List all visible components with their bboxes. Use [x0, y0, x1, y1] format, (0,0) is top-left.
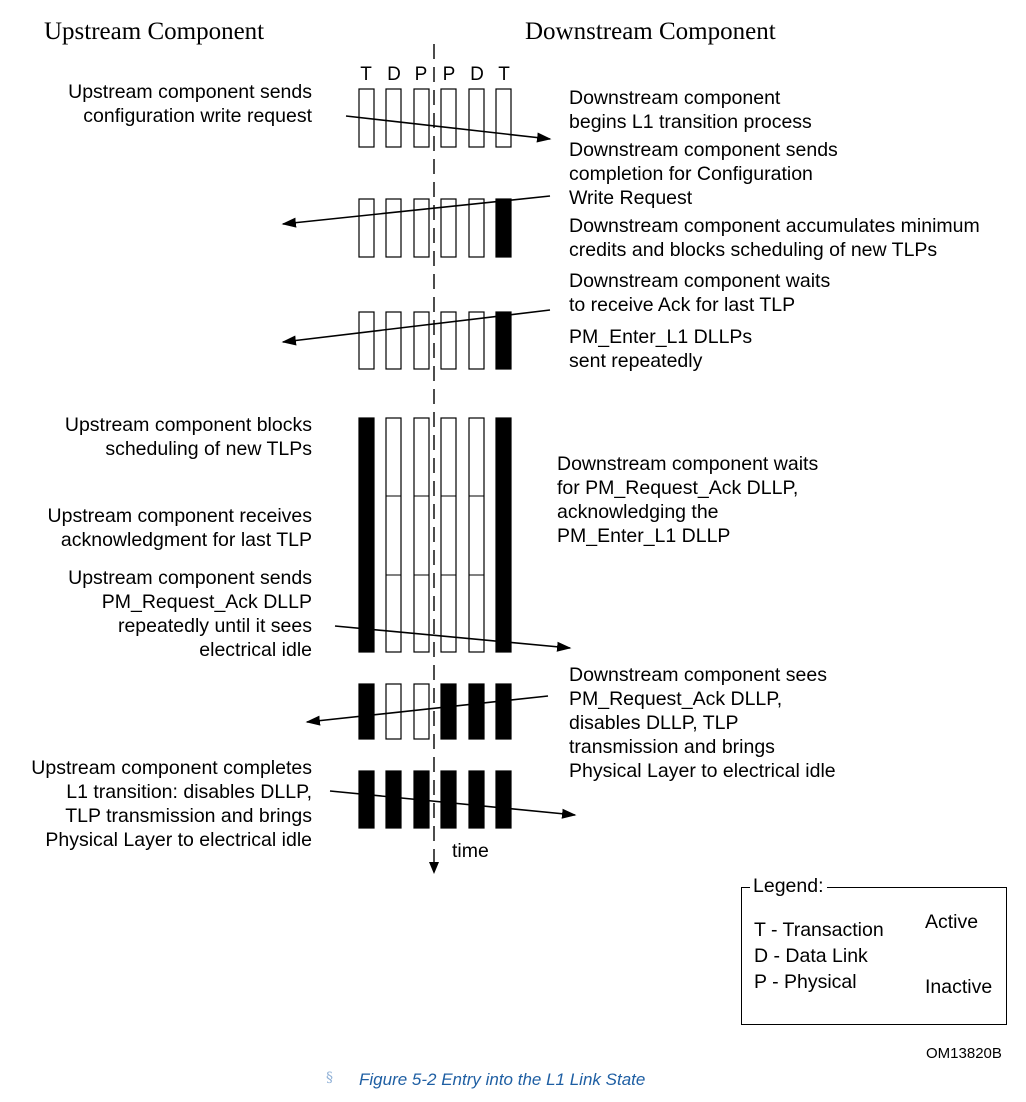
layer-bar-inactive	[495, 311, 512, 370]
layer-bar-inactive	[495, 417, 512, 653]
upstream-note-receives-ack: Upstream component receives acknowledgme…	[47, 505, 312, 551]
layer-label-d-up: D	[387, 64, 401, 85]
downstream-note-waits-ack: Downstream component waits to receive Ac…	[569, 270, 831, 316]
upstream-note-completes-l1: Upstream component completes L1 transiti…	[31, 757, 312, 851]
section-mark: §	[326, 1070, 333, 1086]
arrow-upstream-idle	[329, 790, 577, 819]
legend-entries: T - Transaction D - Data Link P - Physic…	[754, 919, 884, 993]
layer-bar-active	[385, 88, 402, 148]
layer-label-p-up: P	[414, 64, 428, 85]
layer-bar-active	[440, 198, 457, 258]
upstream-note-blocks-scheduling: Upstream component blocks scheduling of …	[64, 414, 312, 460]
layer-bar-inactive	[495, 683, 512, 740]
layer-bar-active	[440, 88, 457, 148]
downstream-header: Downstream Component	[525, 18, 776, 45]
downstream-note-waits-pm-request-ack: Downstream component waits for PM_Reques…	[557, 453, 819, 547]
downstream-note-sees-pm-request-ack: Downstream component sees PM_Request_Ack…	[569, 664, 836, 782]
layer-bar-inactive	[495, 198, 512, 258]
arrow-pm-request-ack	[334, 625, 572, 652]
layer-bar-active	[468, 198, 485, 258]
legend-box	[741, 887, 1007, 1025]
layer-bar-active	[385, 311, 402, 370]
layer-bar-inactive	[440, 683, 457, 740]
figure-code: OM13820B	[926, 1045, 1002, 1062]
arrow-downstream-idle	[305, 695, 549, 726]
layer-bar-active	[468, 417, 485, 653]
layer-bar-inactive	[440, 770, 457, 829]
time-arrowhead	[429, 862, 439, 874]
layer-bar-inactive	[358, 683, 375, 740]
layer-bar-active	[358, 311, 375, 370]
layer-bar-inactive	[385, 770, 402, 829]
layer-bar-inactive	[468, 770, 485, 829]
layer-bar-active	[495, 88, 512, 148]
arrow-completion	[281, 195, 551, 228]
layer-bars	[358, 88, 512, 829]
layer-bar-active	[413, 683, 430, 740]
upstream-header: Upstream Component	[44, 18, 265, 45]
layer-label-p-down: P	[442, 64, 456, 85]
layer-bar-active	[413, 198, 430, 258]
layer-bar-active	[440, 311, 457, 370]
downstream-note-accumulates-credits: Downstream component accumulates minimum…	[569, 215, 980, 261]
legend-inactive-label: Inactive	[925, 976, 993, 998]
arrow-config-write	[345, 115, 552, 143]
layer-bar-active	[413, 417, 430, 653]
legend-active-label: Active	[925, 911, 979, 933]
arrow-pm-enter-l1	[281, 309, 551, 346]
layer-label-d-down: D	[470, 64, 484, 85]
downstream-note-pm-enter-l1: PM_Enter_L1 DLLPs sent repeatedly	[569, 326, 753, 372]
legend-title: Legend:	[750, 875, 827, 898]
figure-caption: Figure 5-2 Entry into the L1 Link State	[359, 1070, 646, 1089]
layer-label-t-up: T	[360, 64, 372, 85]
layer-bar-inactive	[495, 770, 512, 829]
layer-bar-active	[440, 417, 457, 653]
time-label: time	[452, 840, 489, 862]
layer-bar-active	[385, 417, 402, 653]
layer-bar-active	[468, 88, 485, 148]
layer-label-t-down: T	[498, 64, 510, 85]
layer-bar-inactive	[358, 770, 375, 829]
layer-bar-active	[413, 88, 430, 148]
layer-bar-active	[468, 311, 485, 370]
layer-bar-active	[413, 311, 430, 370]
upstream-note-sends-pm-request-ack: Upstream component sends PM_Request_Ack …	[68, 567, 312, 661]
downstream-note-sends-completion: Downstream component sends completion fo…	[569, 139, 838, 209]
layer-bar-inactive	[358, 417, 375, 653]
downstream-note-begins-l1: Downstream component begins L1 transitio…	[569, 87, 812, 133]
upstream-note-config-write: Upstream component sends configuration w…	[68, 81, 312, 127]
layer-bar-active	[358, 198, 375, 258]
layer-bar-active	[385, 198, 402, 258]
layer-bar-inactive	[468, 683, 485, 740]
